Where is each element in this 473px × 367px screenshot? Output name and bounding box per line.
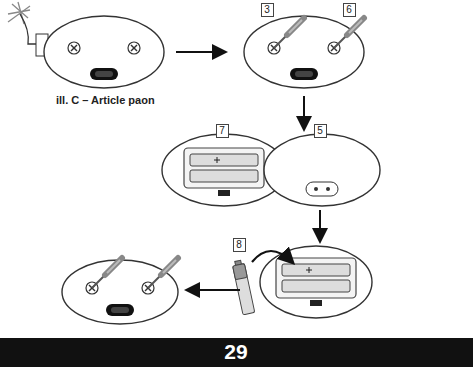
- callout-number: 7: [216, 124, 229, 138]
- callout-number: 3: [261, 3, 274, 17]
- page-number: 29: [224, 340, 247, 364]
- callout-number: 5: [314, 124, 327, 138]
- callout-number: 8: [233, 238, 246, 252]
- callout-number: 6: [343, 3, 356, 17]
- illustration: [0, 0, 473, 338]
- figure-caption: ill. C – Article paon: [56, 94, 155, 106]
